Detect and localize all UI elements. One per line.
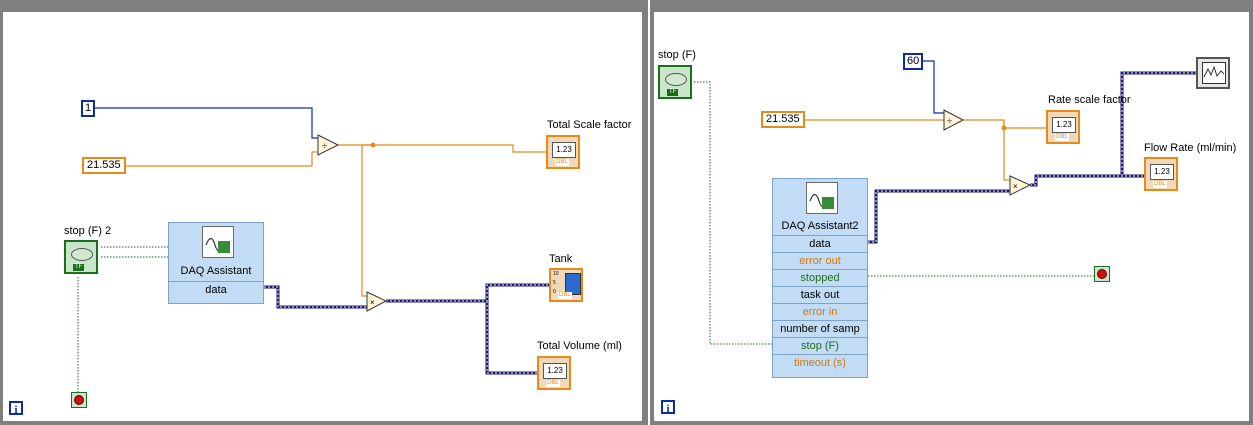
- daq-title-right: DAQ Assistant2: [781, 220, 859, 232]
- stop-oval-icon: [665, 73, 687, 86]
- multiply-node: [366, 291, 388, 312]
- flow-rate-label: Flow Rate (ml/min): [1144, 142, 1237, 154]
- stop-dot-icon: [1097, 269, 1107, 279]
- r-divide-node: [943, 109, 965, 131]
- indicator-value: 1.23: [552, 142, 576, 158]
- waveform-chart-icon[interactable]: [1196, 57, 1230, 89]
- svg-text:÷: ÷: [947, 116, 952, 126]
- wire-divide-out: [338, 144, 546, 153]
- daq-term-stopped[interactable]: stopped: [773, 269, 867, 286]
- stop-label-left: stop (F) 2: [64, 225, 112, 237]
- total-volume-label: Total Volume (ml): [537, 340, 622, 352]
- rate-scale-label: Rate scale factor: [1048, 94, 1131, 106]
- while-loop-left[interactable]: [0, 0, 648, 425]
- indicator-type: DBL: [558, 292, 572, 299]
- indicator-type: DBL: [546, 380, 560, 387]
- rate-scale-indicator[interactable]: 1.23 DBL: [1046, 110, 1080, 144]
- wire-int-one: [95, 107, 318, 139]
- daq-data-terminal-left[interactable]: data: [169, 281, 263, 298]
- daq-assistant-right[interactable]: DAQ Assistant2 data error out stopped ta…: [772, 178, 868, 378]
- stop-label-right: stop (F): [658, 49, 696, 61]
- wire-r-to-mult: [1003, 120, 1010, 181]
- daq-term-timeout[interactable]: timeout (s): [773, 354, 867, 371]
- r-multiply-node: [1009, 175, 1032, 196]
- tank-indicator[interactable]: 10 5 0 DBL: [549, 268, 583, 302]
- total-volume-indicator[interactable]: 1.23 DBL: [537, 356, 571, 390]
- wire-r-sixty: [919, 60, 944, 114]
- stop-control-left[interactable]: TF: [64, 240, 98, 274]
- stop-button-left[interactable]: [71, 392, 87, 408]
- junction-dot: [370, 142, 376, 148]
- const-one[interactable]: 1: [81, 100, 96, 117]
- divide-node: [317, 134, 340, 156]
- while-loop-right[interactable]: [650, 0, 1253, 425]
- svg-text:÷: ÷: [322, 141, 327, 151]
- const-scale-left[interactable]: 21.535: [82, 157, 126, 174]
- const-scale-right[interactable]: 21.535: [761, 111, 805, 128]
- tank-fill-icon: [565, 273, 581, 295]
- daq-title-left: DAQ Assistant: [180, 265, 252, 277]
- stop-tf-tag: TF: [667, 89, 679, 96]
- tank-scale-mid: 5: [553, 280, 556, 286]
- loop-iteration-icon-left: i: [9, 401, 23, 416]
- daq-term-stop[interactable]: stop (F): [773, 337, 867, 354]
- daq-term-error-in[interactable]: error in: [773, 303, 867, 320]
- wire-to-multiply: [361, 144, 373, 297]
- svg-text:×: ×: [1013, 182, 1018, 191]
- daq-term-task-out[interactable]: task out: [773, 286, 867, 303]
- daq-wave-icon: [202, 226, 234, 258]
- tank-scale-bot: 0: [553, 289, 556, 295]
- daq-term-data[interactable]: data: [773, 235, 867, 252]
- indicator-type: DBL: [555, 159, 569, 166]
- wire-dbl-scale: [124, 151, 318, 167]
- svg-text:×: ×: [370, 298, 375, 307]
- tank-scale-top: 10: [553, 271, 559, 277]
- daq-term-number-of-samples[interactable]: number of samp: [773, 320, 867, 337]
- total-scale-label: Total Scale factor: [547, 119, 632, 131]
- stop-oval-icon: [71, 248, 93, 261]
- chart-screen-icon: [1202, 62, 1226, 84]
- tank-label: Tank: [549, 253, 573, 265]
- loop-iteration-icon-right: i: [661, 400, 675, 415]
- const-sixty[interactable]: 60: [903, 53, 924, 70]
- stop-button-right[interactable]: [1094, 266, 1110, 282]
- stop-control-right[interactable]: TF: [658, 65, 692, 99]
- daq-wave-icon: [806, 182, 838, 214]
- stop-dot-icon: [74, 395, 84, 405]
- stop-tf-tag: TF: [73, 264, 85, 271]
- indicator-value: 1.23: [1150, 164, 1174, 180]
- indicator-value: 1.23: [1052, 117, 1076, 133]
- indicator-type: DBL: [1055, 134, 1069, 141]
- total-scale-indicator[interactable]: 1.23 DBL: [546, 135, 580, 169]
- flow-rate-indicator[interactable]: 1.23 DBL: [1144, 157, 1178, 191]
- daq-assistant-left[interactable]: DAQ Assistant data: [168, 222, 264, 304]
- daq-term-error-out[interactable]: error out: [773, 252, 867, 269]
- indicator-value: 1.23: [543, 363, 567, 379]
- indicator-type: DBL: [1153, 181, 1167, 188]
